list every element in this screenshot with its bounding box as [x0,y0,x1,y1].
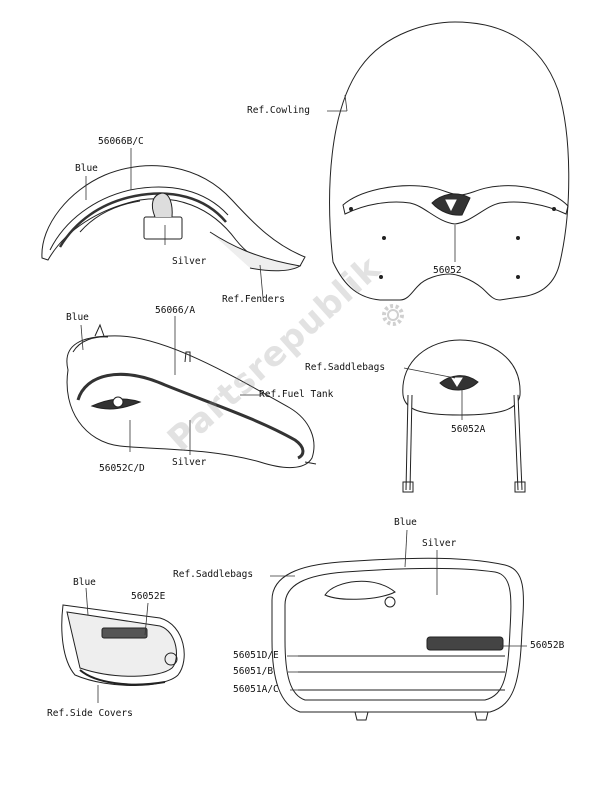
label-56051b: 56051/B [233,666,274,677]
label-ref-saddlebags-bottom: Ref.Saddlebags [173,569,254,580]
label-blue-bag: Blue [394,517,417,528]
side-cover-drawing [61,604,185,686]
label-56052b: 56052B [530,640,565,651]
label-blue-cover: Blue [73,577,96,588]
label-ref-side-covers: Ref.Side Covers [47,708,133,719]
label-ref-fuel-tank: Ref.Fuel Tank [259,389,334,400]
windshield-drawing [329,21,570,301]
label-silver-bag: Silver [422,538,457,549]
leader-lines [80,94,527,703]
label-silver-fender: Silver [172,256,207,267]
label-56066a: 56066/A [155,305,196,316]
label-56052e: 56052E [131,591,166,602]
label-56066bc: 56066B/C [98,136,144,147]
label-blue-fender: Blue [75,163,98,174]
label-blue-tank: Blue [66,312,89,323]
fender-drawing [41,165,306,272]
label-56052: 56052 [433,265,462,276]
label-56051de: 56051D/E [233,650,279,661]
label-ref-fenders: Ref.Fenders [222,294,285,305]
fuel-tank-drawing [66,323,317,468]
label-56052cd: 56052C/D [99,463,145,474]
saddlebag-drawing [271,557,524,721]
label-ref-cowling: Ref.Cowling [247,105,310,116]
label-56051ac: 56051A/C [233,684,279,695]
label-ref-saddlebags-top: Ref.Saddlebags [305,362,386,373]
label-silver-tank: Silver [172,457,207,468]
label-56052a: 56052A [451,424,486,435]
backrest-drawing [402,339,526,493]
gear-icon [382,304,404,326]
